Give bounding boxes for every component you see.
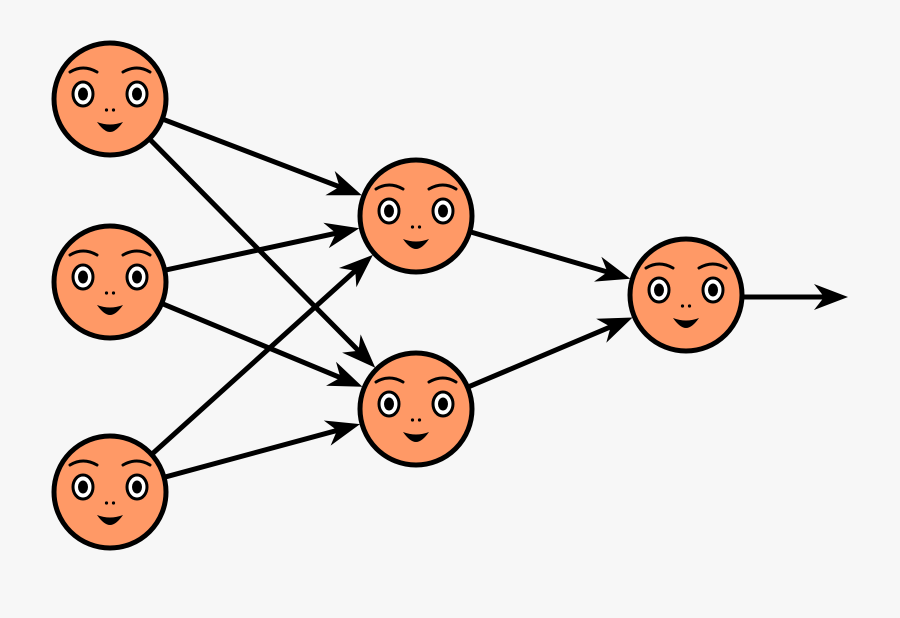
nose-icon <box>410 225 415 229</box>
mouth-icon <box>97 305 123 315</box>
pupil-icon <box>438 204 448 218</box>
pupil-icon <box>132 480 142 494</box>
neuron-circle <box>51 40 169 158</box>
connection-l1n1-to-l2n0 <box>466 317 633 389</box>
neuron-circle <box>357 350 475 468</box>
pupil-icon <box>654 283 664 297</box>
nose-icon <box>104 291 109 295</box>
pupil-icon <box>78 87 88 101</box>
pupil-icon <box>132 87 142 101</box>
neurons <box>51 40 745 551</box>
eyebrow-icon <box>121 249 152 257</box>
neuron-input-3 <box>51 433 169 551</box>
eyebrow-icon <box>121 66 152 74</box>
pupil-icon <box>438 397 448 411</box>
neuron-circle <box>51 223 169 341</box>
nose-icon <box>111 108 116 112</box>
eyebrow-icon <box>644 262 675 270</box>
neuron-circle <box>357 157 475 275</box>
nose-icon <box>111 291 116 295</box>
nose-icon <box>111 501 116 505</box>
eyebrow-icon <box>68 249 99 257</box>
nose-icon <box>104 501 109 505</box>
arrowhead-icon <box>814 284 848 310</box>
eyebrow-icon <box>427 183 458 191</box>
mouth-icon <box>673 318 699 328</box>
arrowhead-icon <box>338 254 373 288</box>
connection-l0n0-to-l1n0 <box>161 117 362 196</box>
pupil-icon <box>708 283 718 297</box>
arrowhead-icon <box>342 334 376 368</box>
pupil-icon <box>384 397 394 411</box>
pupil-icon <box>78 270 88 284</box>
eyebrow-icon <box>68 66 99 74</box>
connection-l0n1-to-l1n0 <box>164 222 360 273</box>
neuron-input-1 <box>51 40 169 158</box>
eyebrow-icon <box>68 459 99 467</box>
mouth-icon <box>97 515 123 525</box>
arrowhead-icon <box>596 317 633 343</box>
pupil-icon <box>384 204 394 218</box>
nose-icon <box>680 304 685 308</box>
connection-l0n2-to-l1n0 <box>150 254 373 456</box>
mouth-icon <box>403 239 429 249</box>
neuron-circle <box>51 433 169 551</box>
connection-l1n0-to-l2n0 <box>469 229 631 282</box>
neuron-input-2 <box>51 223 169 341</box>
neuron-circle <box>627 236 745 354</box>
eyebrow-icon <box>374 183 405 191</box>
neuron-output-1 <box>627 236 745 354</box>
eyebrow-icon <box>121 459 152 467</box>
neuron-hidden-1 <box>357 157 475 275</box>
connection-l0n2-to-l1n1 <box>163 420 361 480</box>
pupil-icon <box>132 270 142 284</box>
connection-l0n1-to-l1n1 <box>161 301 363 387</box>
connection-l0n0-to-l1n1 <box>148 137 376 368</box>
pupil-icon <box>78 480 88 494</box>
arrowhead-icon <box>326 361 363 387</box>
nose-icon <box>687 304 692 308</box>
nose-icon <box>410 418 415 422</box>
mouth-icon <box>403 432 429 442</box>
arrowhead-icon <box>323 420 361 446</box>
nose-icon <box>417 418 422 422</box>
eyebrow-icon <box>374 376 405 384</box>
mouth-icon <box>97 122 123 132</box>
arrowhead-icon <box>325 171 362 196</box>
connections <box>148 117 848 480</box>
arrowhead-icon <box>323 222 360 249</box>
eyebrow-icon <box>697 262 728 270</box>
neuron-hidden-2 <box>357 350 475 468</box>
eyebrow-icon <box>427 376 458 384</box>
nose-icon <box>104 108 109 112</box>
arrowhead-icon <box>594 256 631 282</box>
output-arrow <box>741 284 848 310</box>
nose-icon <box>417 225 422 229</box>
